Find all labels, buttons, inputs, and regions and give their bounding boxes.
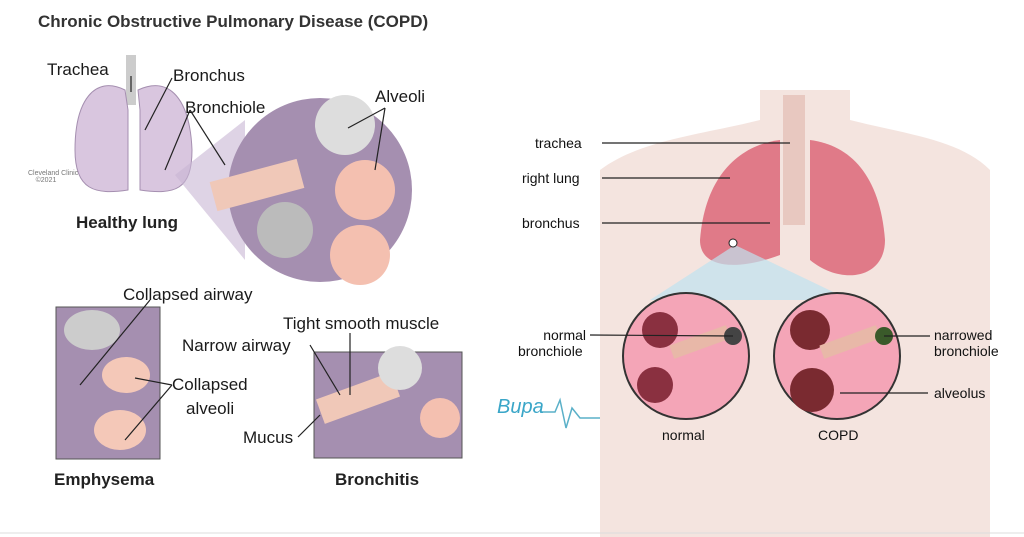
label-narrowed-bronchiole: narrowed [934,327,993,343]
label-narrow-airway: Narrow airway [182,336,291,355]
label-right-lung: right lung [522,170,580,186]
label-bronchus: Bronchus [173,66,245,85]
bupa-logo: Bupa [497,396,544,418]
label-r-bronchus: bronchus [522,215,580,231]
label-normal-bronchiole: normal [543,327,586,343]
label-collapsed-airway: Collapsed airway [123,285,253,304]
normal-circle [622,292,750,420]
label-bronchiole: Bronchiole [185,98,266,117]
label-emphysema: Emphysema [54,470,155,489]
label-normal-bronchiole-2: bronchiole [518,343,583,359]
label-healthy-lung: Healthy lung [76,213,179,232]
label-narrowed-bronchiole-2: bronchiole [934,343,999,359]
cleveland-clinic-logo: Cleveland Clinic©2021 [28,170,79,184]
healthy-lung-drawing [74,55,193,193]
label-collapsed-alveoli-2: alveoli [186,399,235,418]
label-tight-smooth-muscle: Tight smooth muscle [283,314,440,333]
label-normal: normal [662,427,705,443]
label-alveolus: alveolus [934,385,986,401]
label-mucus: Mucus [243,428,294,447]
label-collapsed-alveoli-1: Collapsed [172,375,248,394]
label-trachea: Trachea [47,60,109,79]
label-copd: COPD [818,427,859,443]
bupa-pulse-icon [540,397,600,429]
label-r-trachea: trachea [535,135,582,151]
page-title: Chronic Obstructive Pulmonary Disease (C… [38,12,429,31]
label-bronchitis: Bronchitis [335,470,420,489]
label-alveoli: Alveoli [375,87,426,106]
